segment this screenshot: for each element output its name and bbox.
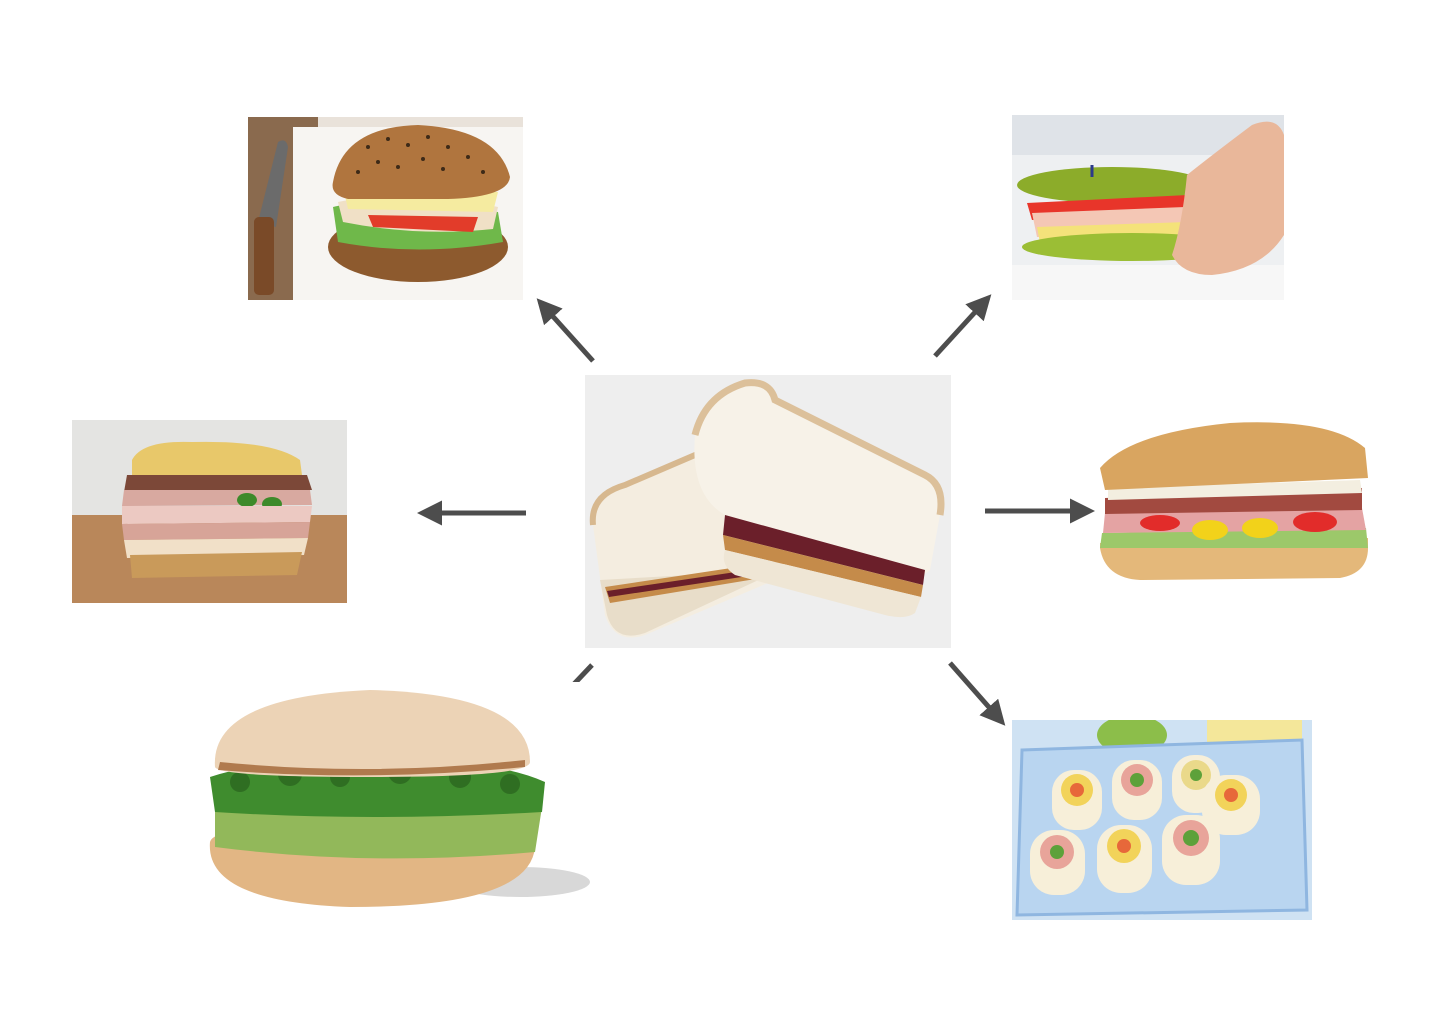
arrow-up-right	[933, 294, 992, 358]
english-muffin-green-spread-sandwich-image	[170, 682, 590, 922]
peanut-butter-and-jelly-sandwich-image	[585, 375, 951, 648]
arrow-up-left	[536, 298, 595, 363]
seeded-bun-ham-cheese-sandwich-image	[248, 117, 523, 300]
arrow-down-right	[948, 661, 1006, 726]
submarine-sandwich-image	[1100, 418, 1370, 583]
pickle-bun-sandwich-image	[1012, 115, 1284, 300]
rolled-pinwheel-sandwiches-image	[1012, 720, 1312, 920]
stacked-ham-jalapeno-sandwich-image	[72, 420, 347, 603]
